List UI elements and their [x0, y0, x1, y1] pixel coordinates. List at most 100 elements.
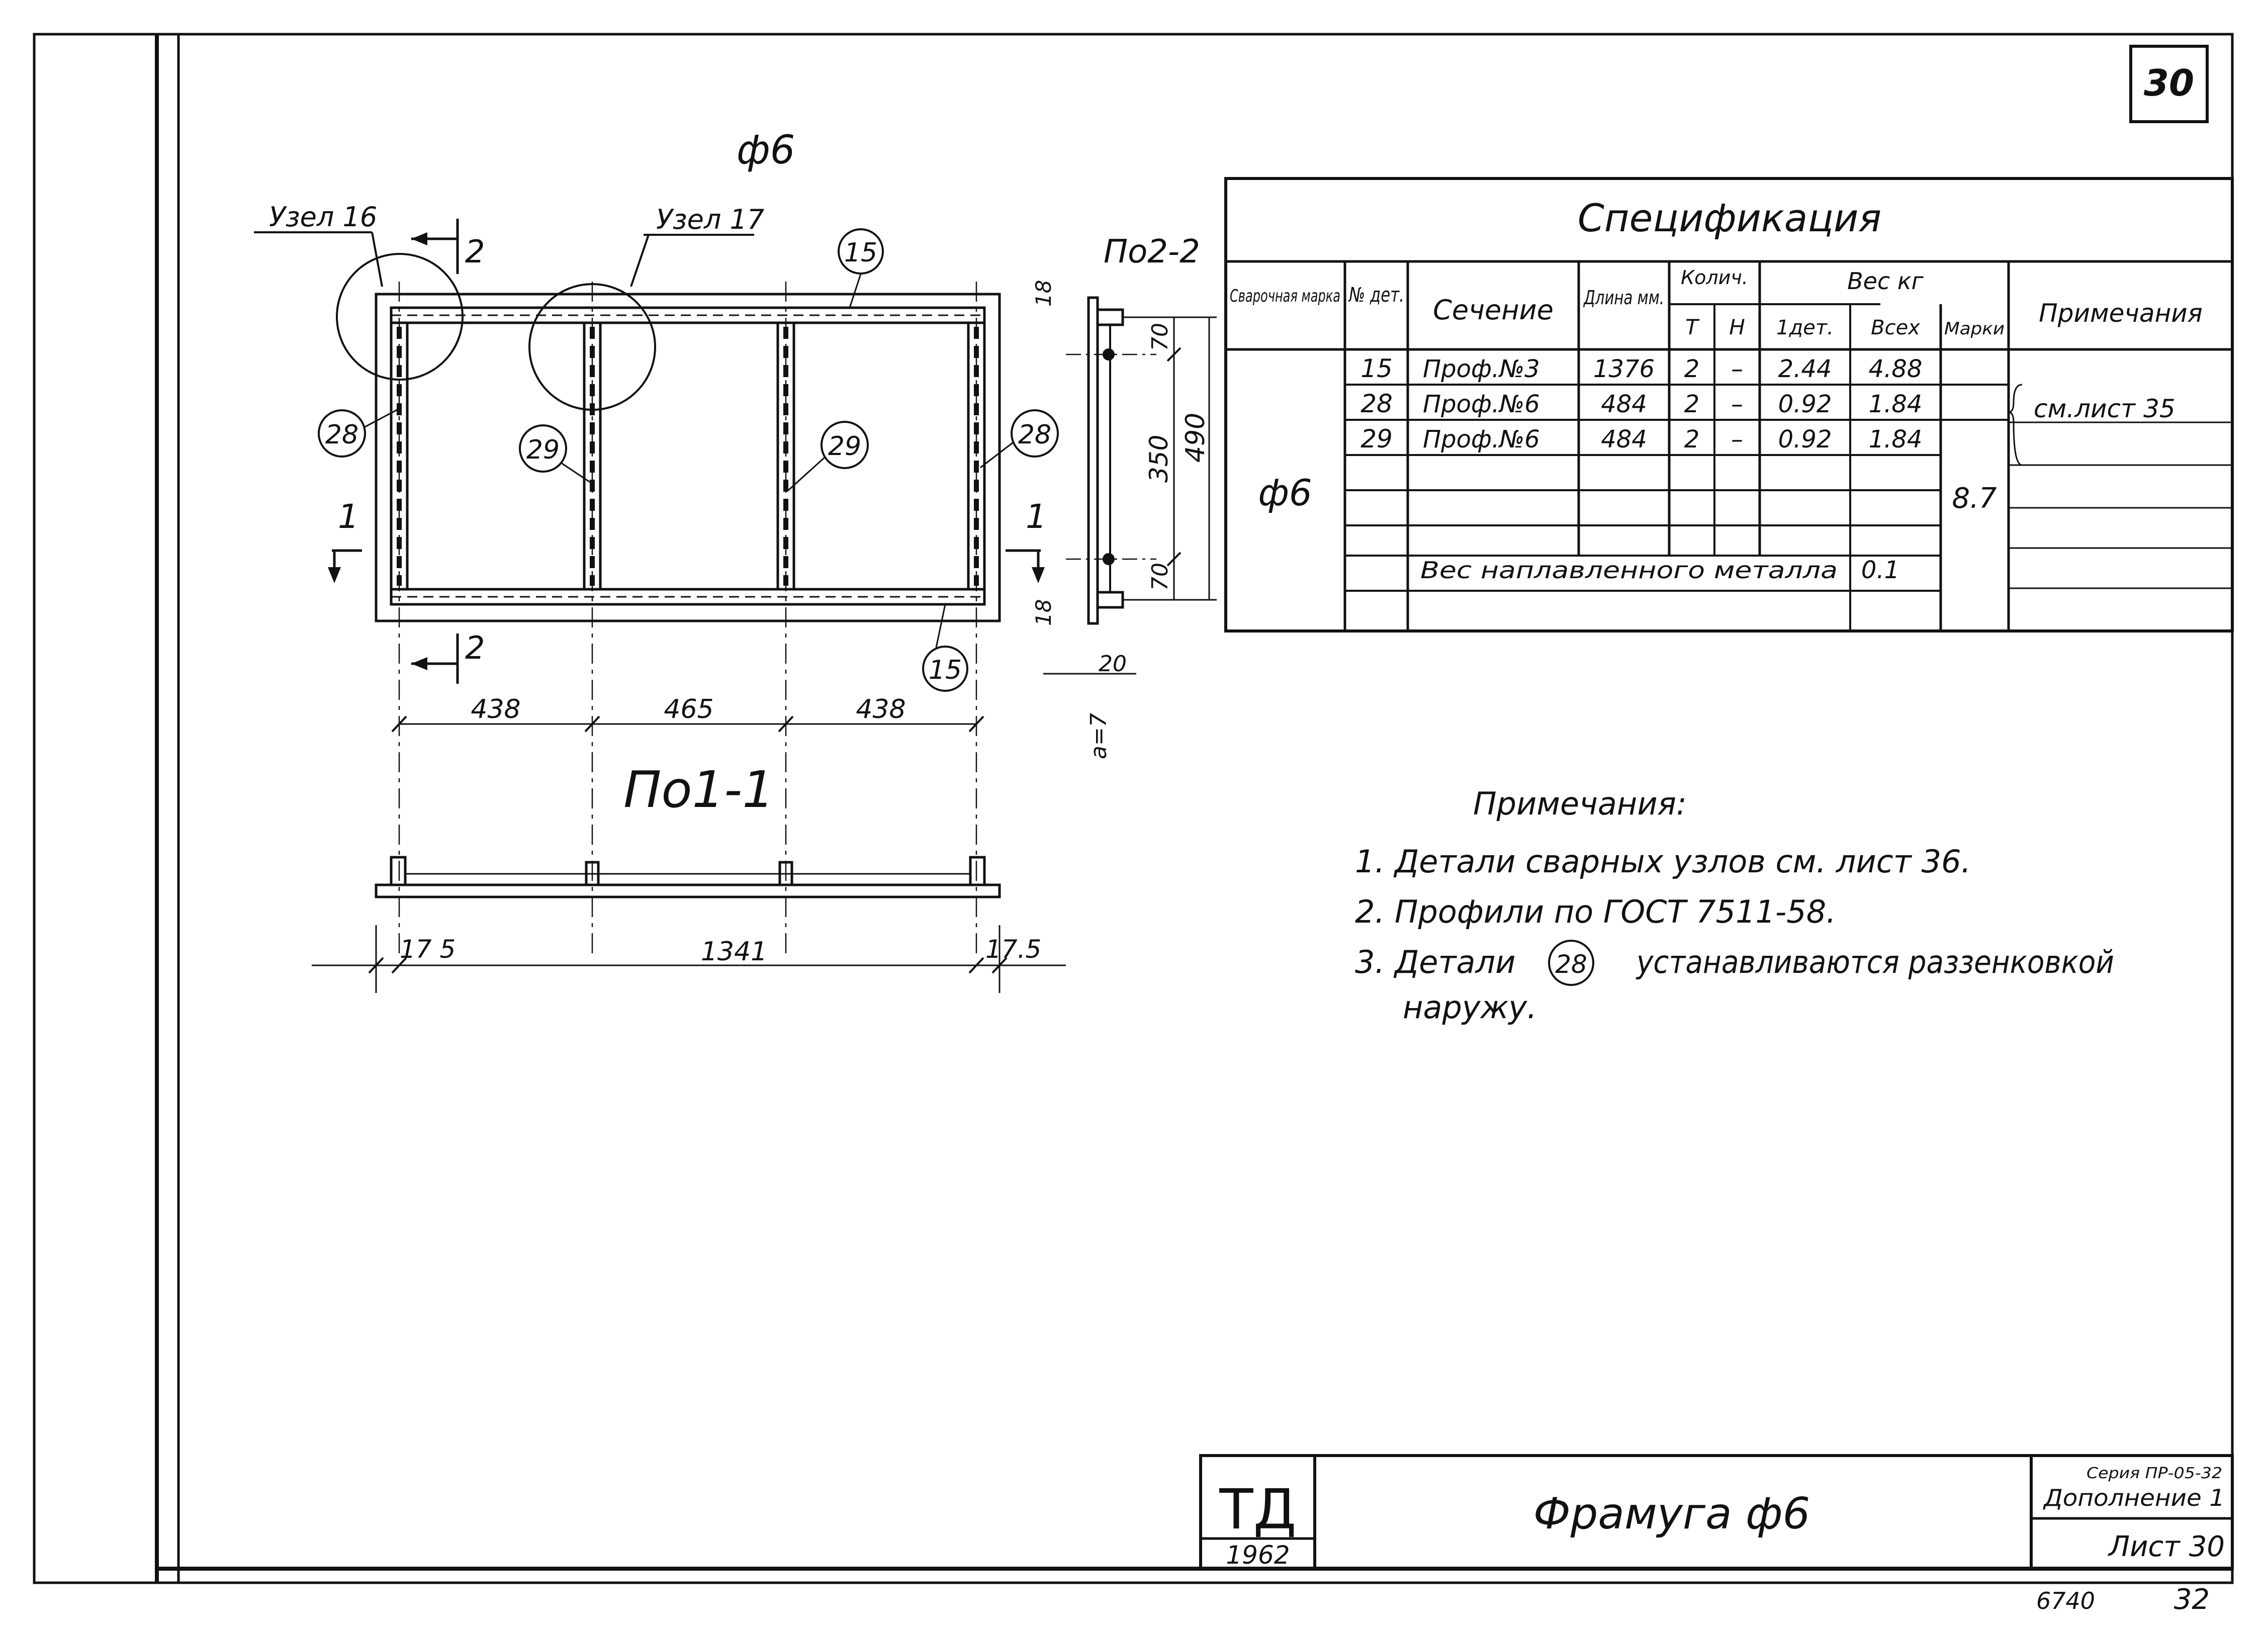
node-16-circle [336, 253, 464, 381]
callout-28-left [318, 409, 366, 458]
svg-text:2: 2 [1684, 355, 1700, 383]
transom-frame [375, 282, 1001, 955]
spec-title: Спецификация [1578, 196, 1881, 240]
spec-header-section: Сечение [1433, 294, 1554, 326]
drawing-title: Фрамуга ф6 [1533, 1489, 1810, 1539]
callout-28-right-label: 28 [1018, 420, 1051, 450]
svg-text:–: – [1731, 425, 1743, 454]
dim-465: 465 [664, 694, 713, 725]
cut-1-right-label: 1 [1026, 497, 1047, 536]
svg-text:Проф.№3: Проф.№3 [1423, 355, 1540, 383]
dim-20: 20 [1099, 651, 1127, 677]
sheet-label: Лист 30 [2108, 1530, 2225, 1563]
dim-1341: 1341 [701, 937, 767, 967]
svg-text:0.92: 0.92 [1778, 390, 1832, 418]
note-3-suffix: устанавливаются раззенковкой [1636, 944, 2114, 980]
svg-text:28: 28 [1360, 389, 1393, 418]
spec-mark-value: ф6 [1258, 472, 1312, 514]
page-number-box [2129, 45, 2209, 123]
dim-70-top: 70 [1147, 323, 1173, 351]
callout-15-bottom [922, 646, 968, 692]
note-3-callout [1548, 940, 1594, 986]
series-code: Серия ПР-05-32 [2086, 1465, 2222, 1482]
callout-15-top-label: 15 [844, 238, 877, 268]
section-1-title: По1-1 [623, 760, 774, 819]
archive-number: 6740 [2036, 1587, 2095, 1614]
svg-text:Проф.№6: Проф.№6 [1423, 425, 1540, 454]
callout-15-bottom-label: 15 [929, 655, 962, 685]
cut-1-left: 1 [328, 497, 362, 583]
spec-header-qty: Колич. [1681, 266, 1748, 289]
spec-header-length: Длина мм. [1583, 287, 1664, 309]
callout-28-left-label: 28 [325, 420, 358, 450]
notes-title: Примечания: [1473, 785, 1687, 822]
svg-text:4.88: 4.88 [1869, 355, 1923, 383]
cut-2-bottom: 2 [411, 629, 485, 684]
spec-weld-value: 0.1 [1861, 556, 1899, 584]
spec-row-1: 15 Проф.№3 1376 2 – 2.44 4.88 [1360, 354, 1922, 383]
callout-29-left-label: 29 [526, 435, 560, 465]
spec-header-w-all: Всех [1871, 316, 1920, 339]
svg-text:Проф.№6: Проф.№6 [1423, 390, 1540, 418]
cut-2-top-label: 2 [465, 233, 485, 270]
svg-text:484: 484 [1601, 390, 1647, 418]
svg-text:1376: 1376 [1593, 355, 1655, 383]
note-3-ref: 28 [1555, 950, 1587, 979]
cut-2-bottom-label: 2 [465, 629, 485, 666]
dim-490: 490 [1181, 413, 1211, 463]
section-2-2-view [1066, 296, 1156, 625]
note-3-prefix: 3. Детали [1355, 944, 1515, 980]
cut-2-top: 2 [411, 219, 485, 274]
note-3-cont: наружу. [1403, 989, 1537, 1026]
view-title: ф6 [737, 128, 795, 173]
note-2: 2. Профили по ГОСТ 7511-58. [1355, 893, 1836, 930]
callout-15-top [838, 228, 884, 275]
dim-17-5-right: 17.5 [985, 935, 1041, 964]
year: 1962 [1226, 1541, 1290, 1570]
specification-table [1224, 177, 2234, 632]
dim-section-2-2: 70 350 70 490 18 18 20 a=7 [1031, 280, 1217, 759]
archive-page: 32 [2174, 1583, 2210, 1616]
svg-text:1.84: 1.84 [1869, 425, 1923, 454]
svg-text:1.84: 1.84 [1869, 390, 1923, 418]
spec-mark-weight: 8.7 [1952, 482, 1997, 515]
spec-header-qty-t: Т [1685, 315, 1700, 339]
dim-a7: a=7 [1086, 713, 1112, 759]
section-1-1-view [375, 856, 1001, 898]
page-number: 30 [2144, 62, 2194, 104]
svg-text:2: 2 [1684, 425, 1700, 454]
callout-28-right [1011, 409, 1059, 458]
spec-header-mark: Сварочная марка [1230, 286, 1340, 306]
dim-350: 350 [1144, 435, 1173, 483]
dim-438-right: 438 [856, 694, 905, 725]
svg-text:484: 484 [1601, 425, 1647, 454]
node-17-label: Узел 17 [656, 204, 764, 235]
node-16-label: Узел 16 [269, 201, 377, 233]
spec-header-partno: № дет. [1348, 284, 1404, 307]
svg-text:2: 2 [1684, 390, 1700, 418]
spec-header-w-one: 1дет. [1776, 316, 1834, 339]
callout-29-left [519, 424, 567, 473]
svg-text:2.44: 2.44 [1778, 355, 1832, 383]
spec-header-note: Примечания [2039, 299, 2203, 328]
spec-row-2: 28 Проф.№6 484 2 – 0.92 1.84 [1360, 389, 1922, 418]
spec-header-qty-n: Н [1729, 315, 1745, 339]
title-block [1199, 1454, 2234, 1570]
spec-header-weight: Вес кг [1847, 267, 1924, 295]
dim-chain-bottom: 17 5 1341 17.5 [312, 925, 1066, 993]
cut-1-right: 1 [1006, 497, 1047, 583]
dim-438-left: 438 [471, 694, 520, 725]
note-1: 1. Детали сварных узлов см. лист 36. [1355, 843, 1971, 880]
callout-29-right [821, 421, 869, 469]
dim-18-top: 18 [1031, 280, 1056, 307]
org-logo: ТД [1219, 1477, 1296, 1542]
dim-70-bottom: 70 [1147, 563, 1173, 591]
callout-29-right-label: 29 [828, 431, 861, 462]
svg-text:29: 29 [1360, 424, 1393, 454]
spec-header-w-mark: Марки [1944, 319, 2005, 339]
spec-note-ref: см.лист 35 [2034, 394, 2175, 423]
svg-text:0.92: 0.92 [1778, 425, 1832, 454]
supplement: Дополнение 1 [2043, 1484, 2225, 1511]
section-2-title: По2-2 [1104, 233, 1200, 270]
